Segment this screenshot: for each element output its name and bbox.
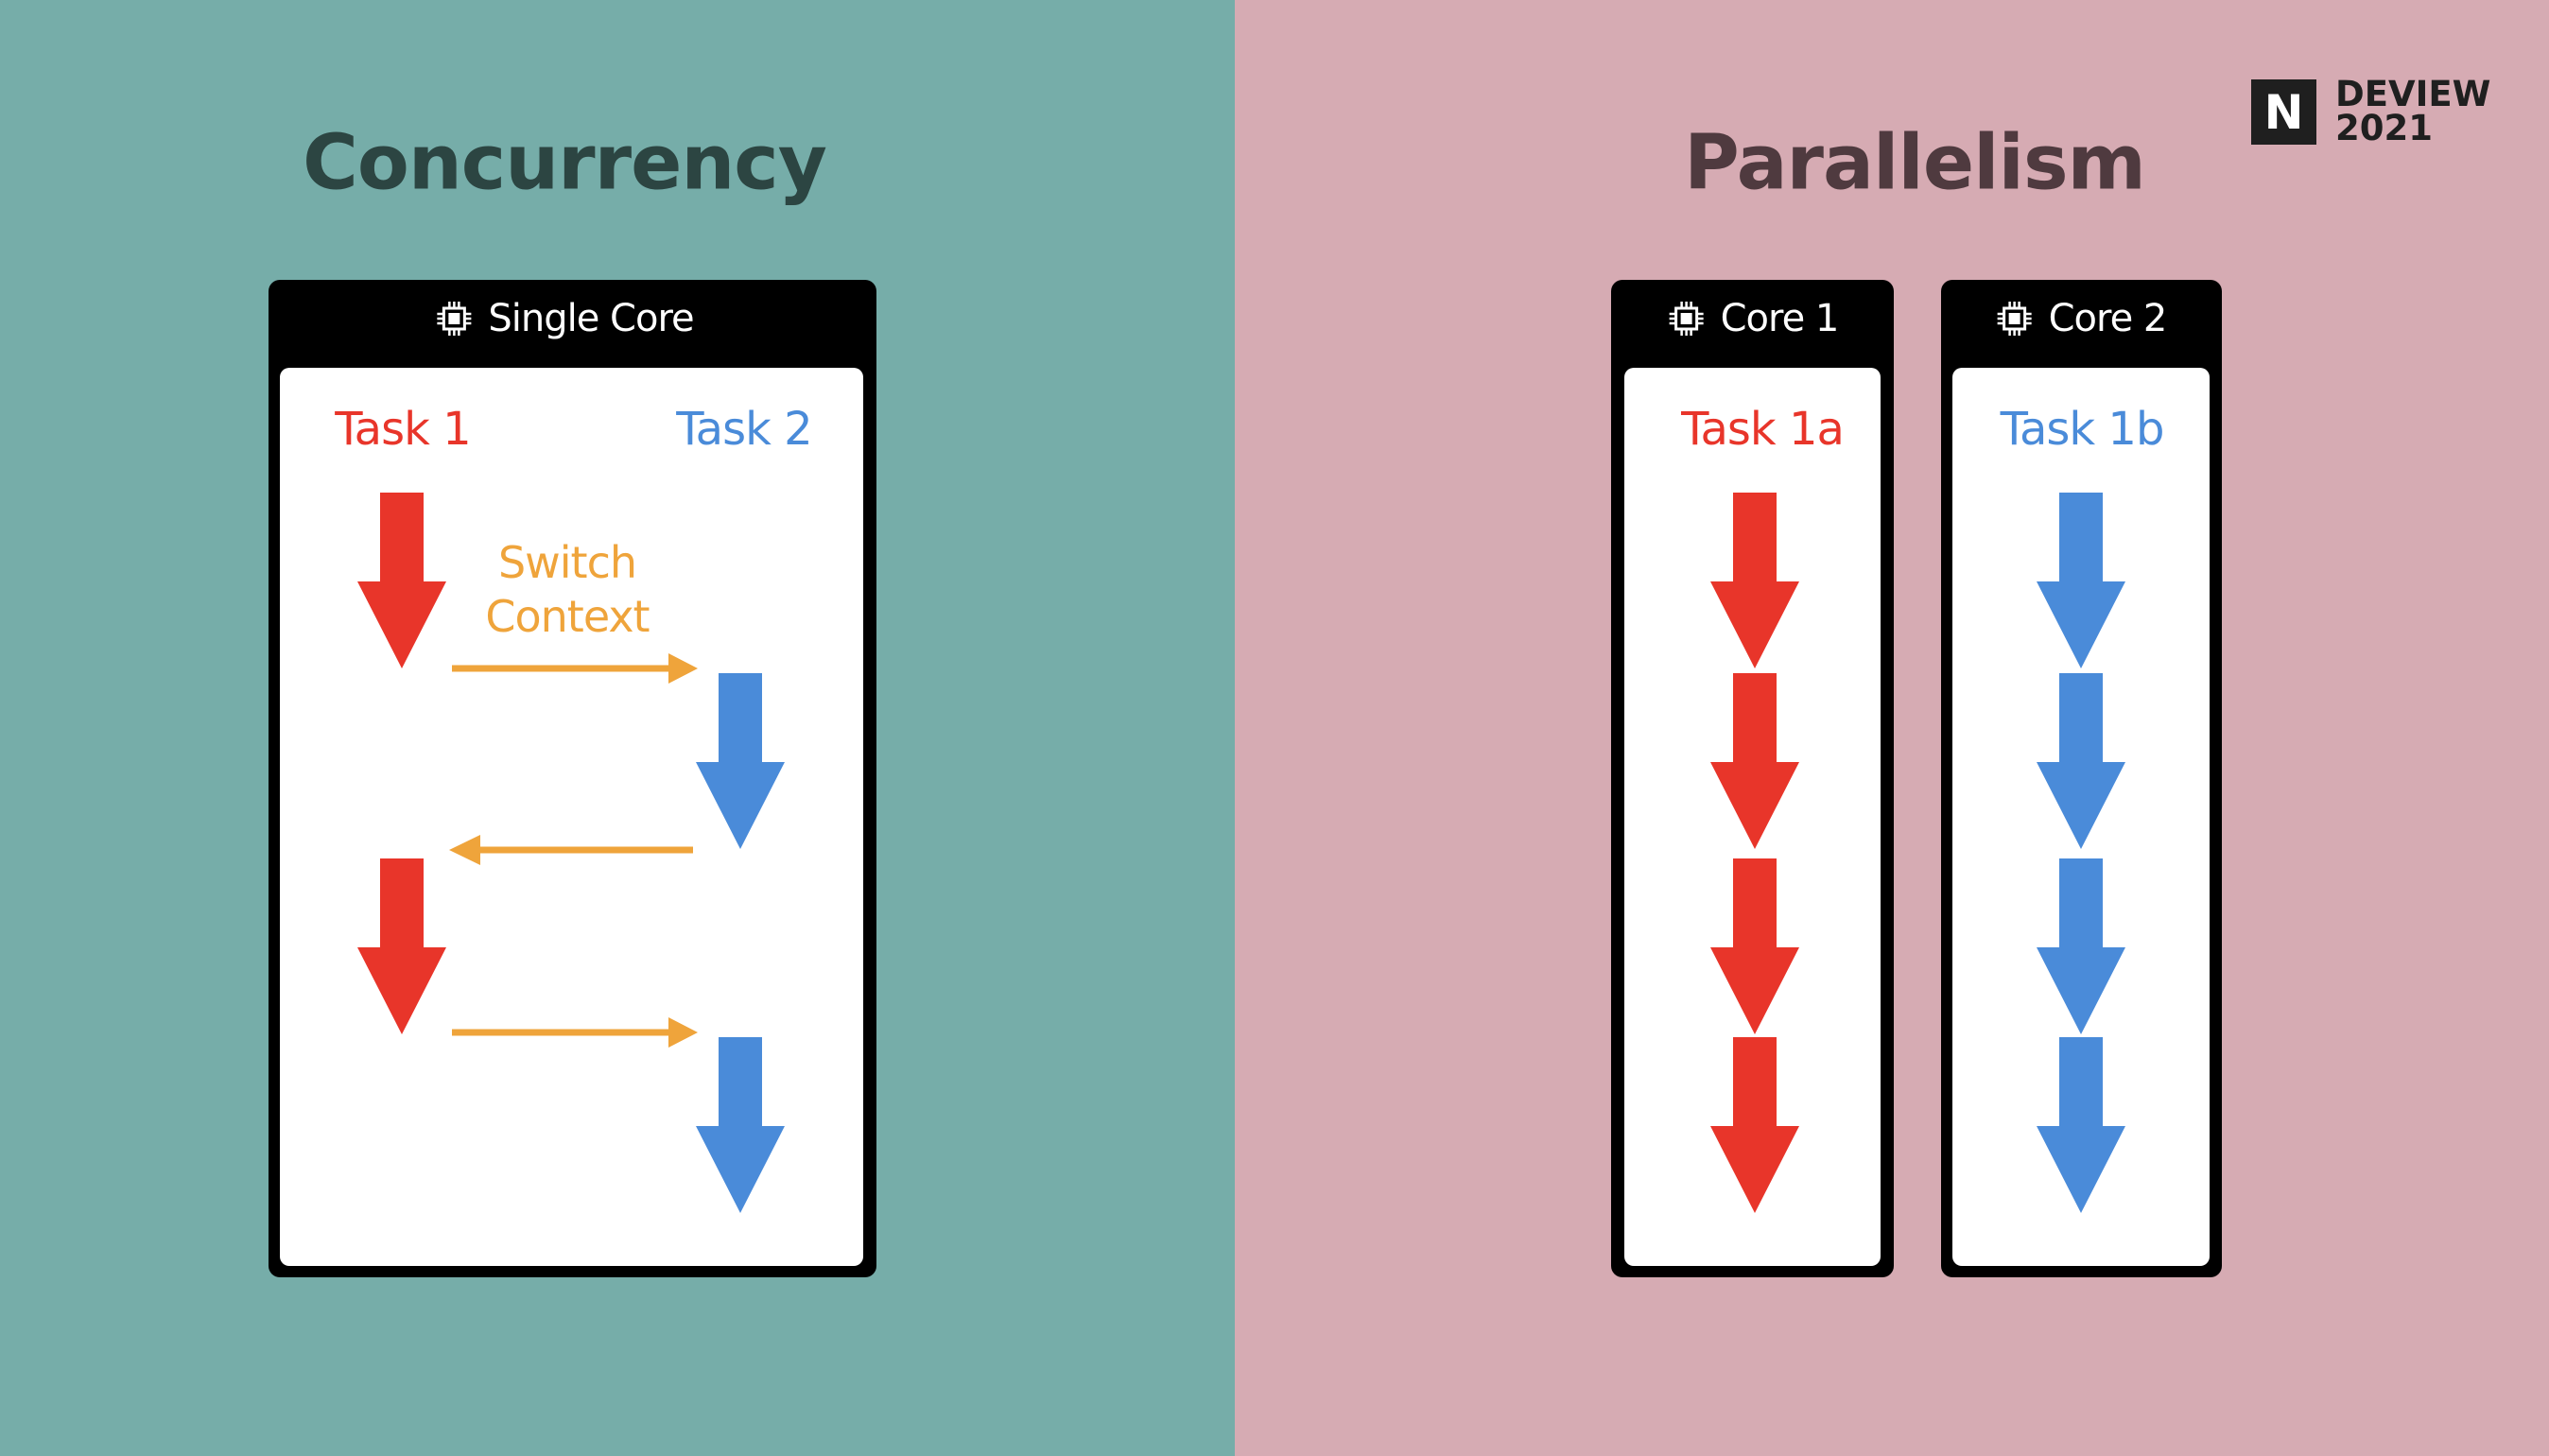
- core2-label: Core 2: [2048, 297, 2168, 340]
- logo-line2: 2021: [2335, 108, 2433, 148]
- task1b-label: Task 1b: [2000, 403, 2165, 456]
- core-label: Single Core: [488, 297, 694, 340]
- parallelism-title: Parallelism: [1684, 118, 2146, 207]
- core2-header: Core 2: [1996, 297, 2167, 340]
- task1-arrow-down: [357, 858, 446, 1034]
- core1-header: Core 1: [1668, 297, 1839, 340]
- single-core-area: [280, 368, 863, 1266]
- task1b-arrow-down: [2037, 673, 2125, 849]
- concurrency-title: Concurrency: [303, 118, 827, 207]
- task1a-arrow-down: [1710, 1037, 1799, 1213]
- switch-line1: Switch: [497, 537, 637, 588]
- cpu-chip-icon: [1669, 302, 1704, 336]
- logo-mark: N: [2263, 84, 2304, 140]
- single-core-header: Single Core: [435, 297, 695, 340]
- task1a-arrow-down: [1710, 858, 1799, 1034]
- naver-logo: N: [2251, 79, 2316, 145]
- switch-arrow-right: [452, 1017, 698, 1048]
- task2-arrow-down: [696, 673, 785, 849]
- task1-label: Task 1: [335, 403, 471, 456]
- task2-label: Task 2: [676, 403, 812, 456]
- logo-line1: DEVIEW: [2335, 74, 2491, 114]
- core1-label: Core 1: [1720, 297, 1840, 340]
- cpu-chip-icon: [1997, 302, 2032, 336]
- switch-line2: Context: [485, 591, 650, 642]
- switch-arrow-left: [449, 835, 693, 865]
- switch-context-label: Switch Context: [485, 536, 650, 644]
- task1b-arrow-down: [2037, 858, 2125, 1034]
- task1a-arrow-down: [1710, 493, 1799, 668]
- task2-arrow-down: [696, 1037, 785, 1213]
- task1a-label: Task 1a: [1681, 403, 1845, 456]
- task1b-arrow-down: [2037, 493, 2125, 668]
- task1-arrow-down: [357, 493, 446, 668]
- task1a-arrow-down: [1710, 673, 1799, 849]
- cpu-chip-icon: [437, 302, 472, 336]
- switch-arrow-right: [452, 653, 698, 684]
- task1b-arrow-down: [2037, 1037, 2125, 1213]
